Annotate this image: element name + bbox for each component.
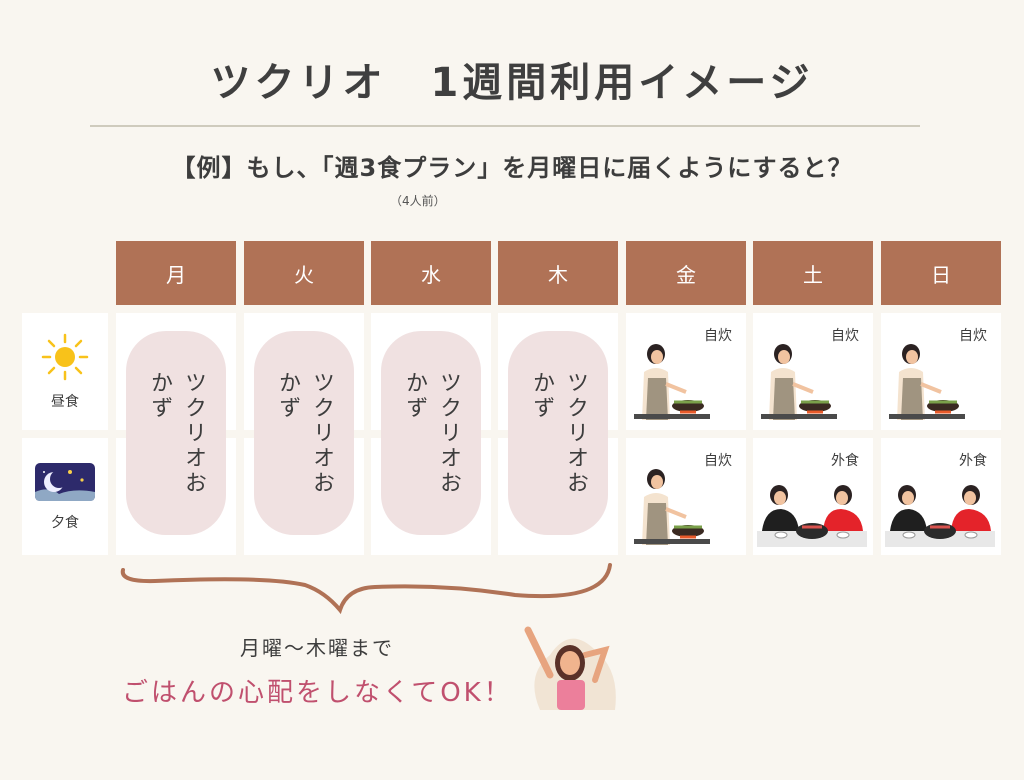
lunch-cell: 自炊 (753, 313, 873, 430)
illustration (761, 340, 839, 426)
meal-type-tag: 自炊 (831, 328, 859, 344)
tsukurio-meal-pill: ツクリオおかず (508, 331, 608, 535)
dinner-cell: 外食 (753, 438, 873, 555)
dinner-cell: 外食 (881, 438, 1001, 555)
divider (90, 125, 920, 127)
day-header: 土 (753, 241, 873, 305)
meal-type-tag: 外食 (831, 453, 859, 469)
sun-icon (41, 333, 89, 380)
moon-night-icon (35, 462, 95, 501)
tsukurio-meal-pill: ツクリオおかず (254, 331, 354, 535)
day-header: 水 (371, 241, 491, 305)
meal-type-tag: 外食 (959, 453, 987, 469)
pill-text: ツクリオおかず (402, 370, 461, 496)
illustration (889, 340, 967, 426)
lunch-cell: 自炊 (881, 313, 1001, 430)
caption-message: ごはんの心配をしなくてOK！ (122, 678, 513, 708)
cooking-person-illustration (634, 344, 710, 420)
dinner-cell: 自炊 (626, 438, 746, 555)
illustration (757, 481, 867, 551)
day-header: 日 (881, 241, 1001, 305)
meal-type-tag: 自炊 (704, 328, 732, 344)
cooking-person-illustration (889, 344, 965, 420)
tsukurio-meal-pill: ツクリオおかず (381, 331, 481, 535)
day-header: 月 (116, 241, 236, 305)
meal-type-tag: 自炊 (704, 453, 732, 469)
servings-note: （4人前） (390, 194, 446, 208)
dining-out-illustration (885, 485, 995, 547)
day-header: 金 (626, 241, 746, 305)
day-header: 火 (244, 241, 364, 305)
pill-text: ツクリオおかず (147, 370, 206, 496)
lunch-label: 昼食 (22, 313, 108, 430)
dinner-text: 夕食 (51, 514, 79, 531)
subtitle: 【例】もし、「週3食プラン」を月曜日に届くようにすると？ (171, 154, 853, 182)
caption-period: 月曜～木曜まで (240, 636, 394, 660)
page-title: ツクリオ 1週間利用イメージ (210, 60, 814, 106)
tsukurio-meal-pill: ツクリオおかず (126, 331, 226, 535)
lunch-cell: 自炊 (626, 313, 746, 430)
cooking-person-illustration (761, 344, 837, 420)
relaxed-woman-illustration (524, 626, 616, 710)
lunch-text: 昼食 (51, 393, 79, 410)
pill-text: ツクリオおかず (529, 370, 588, 496)
cooking-person-illustration (634, 469, 710, 545)
dinner-label: 夕食 (22, 438, 108, 555)
illustration (634, 465, 712, 551)
day-header: 木 (498, 241, 618, 305)
dining-out-illustration (757, 485, 867, 547)
curly-brace (120, 563, 612, 615)
meal-type-tag: 自炊 (959, 328, 987, 344)
illustration (885, 481, 995, 551)
pill-text: ツクリオおかず (275, 370, 334, 496)
illustration (634, 340, 712, 426)
